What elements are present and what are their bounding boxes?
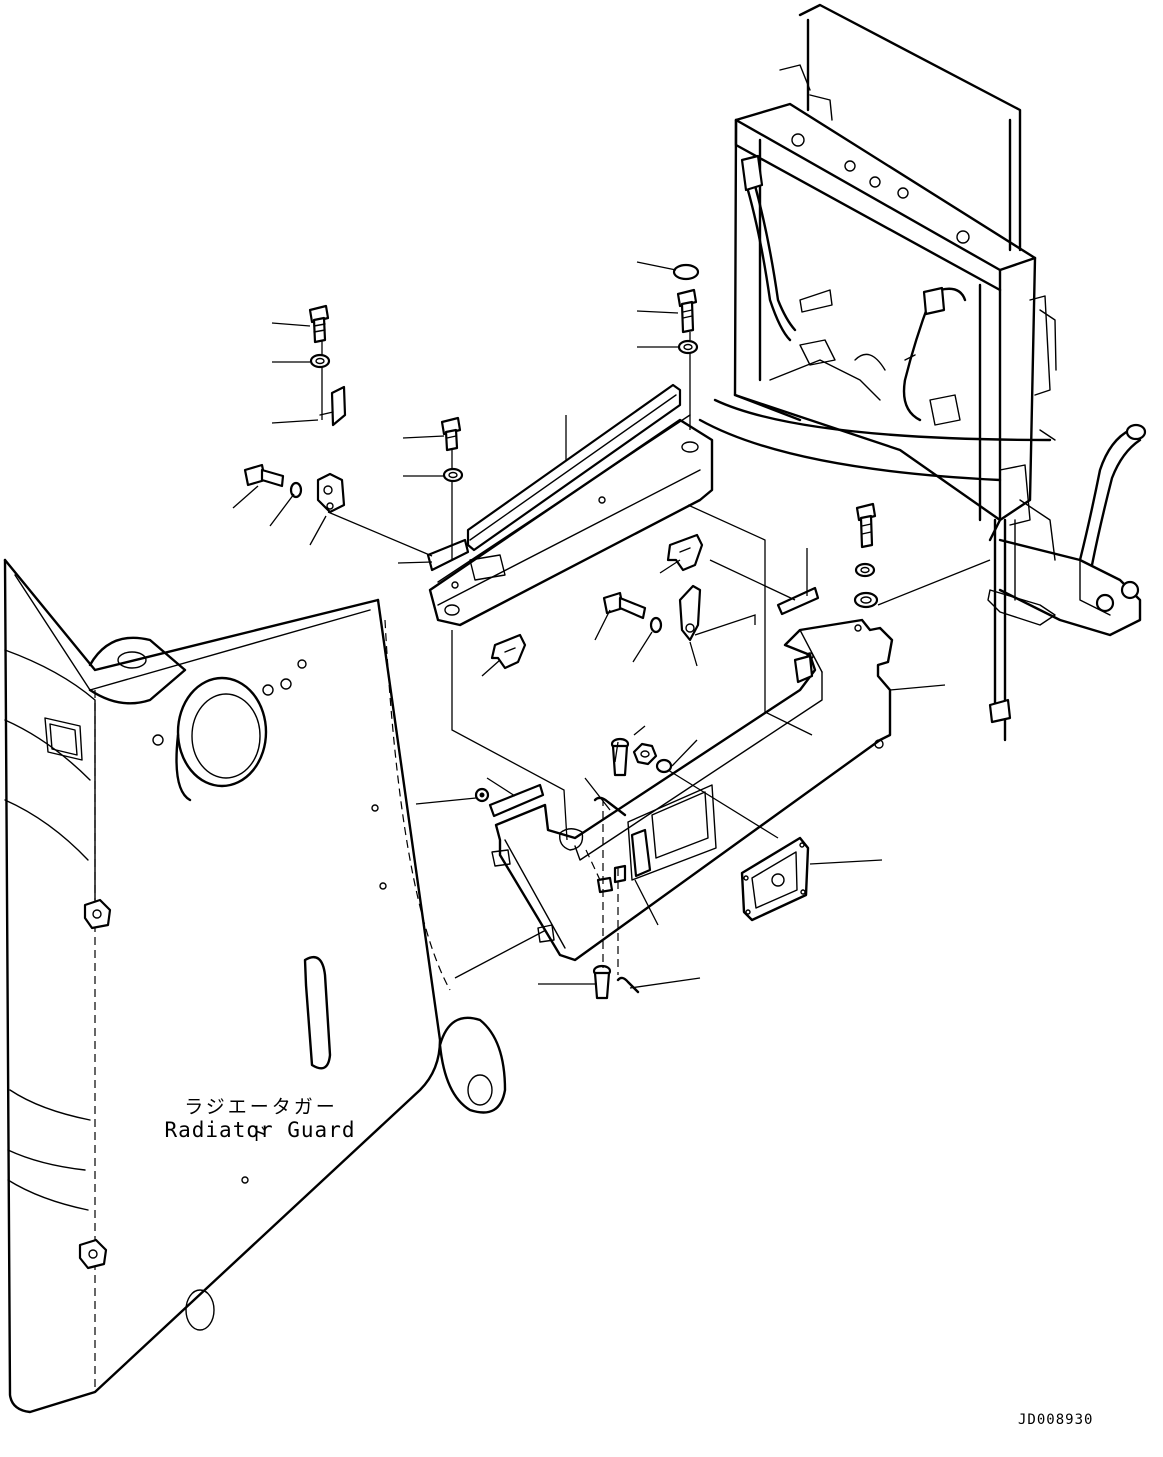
cotter-pin-upper xyxy=(593,796,627,817)
bolt-side-center xyxy=(602,591,647,620)
latch-bracket-upper xyxy=(666,533,704,572)
latch-bracket-left xyxy=(490,633,527,670)
plate-bracket-left xyxy=(319,385,347,427)
nut xyxy=(632,742,658,766)
bolt-top-right xyxy=(676,288,698,334)
washer-2 xyxy=(677,339,699,355)
bolt-top-left xyxy=(308,304,330,344)
bolt-side-left xyxy=(243,463,285,488)
cable-clamp xyxy=(793,654,814,684)
radiator-guard-label-en: Radiator Guard xyxy=(164,1118,356,1142)
washer-6 xyxy=(289,481,303,499)
bolt-middle xyxy=(440,416,462,452)
hinge-bracket-center xyxy=(678,584,702,642)
radiator-frame xyxy=(698,3,1147,742)
washer-7 xyxy=(649,616,663,634)
washer-3 xyxy=(442,467,464,483)
cap xyxy=(672,263,700,281)
washer-8 xyxy=(655,758,673,774)
pin-upper xyxy=(610,737,630,777)
cotter-pin-lower xyxy=(616,976,640,994)
assembly-lines xyxy=(321,332,991,979)
washer-5 xyxy=(853,591,879,609)
washer-4 xyxy=(854,562,876,578)
radiator-guard-label-jp: ラジエータガード xyxy=(184,1096,338,1145)
bolt-right xyxy=(855,502,877,549)
seal-strip-short-right xyxy=(776,586,820,616)
seal-strip-lower xyxy=(488,783,545,818)
drawing-number: JD008930 xyxy=(1018,1412,1094,1428)
pin-lower xyxy=(592,964,612,1000)
leader-lines xyxy=(232,261,946,989)
seal-strip-short-left xyxy=(426,538,470,572)
small-screw xyxy=(474,787,490,803)
access-cover xyxy=(740,836,810,922)
washer-1 xyxy=(309,353,331,369)
radiator-guard-panel xyxy=(3,558,507,1414)
center-bracket xyxy=(428,414,714,627)
cover-plate xyxy=(491,618,894,962)
seal-strip xyxy=(466,383,682,552)
hinge-bracket-left xyxy=(316,472,346,514)
